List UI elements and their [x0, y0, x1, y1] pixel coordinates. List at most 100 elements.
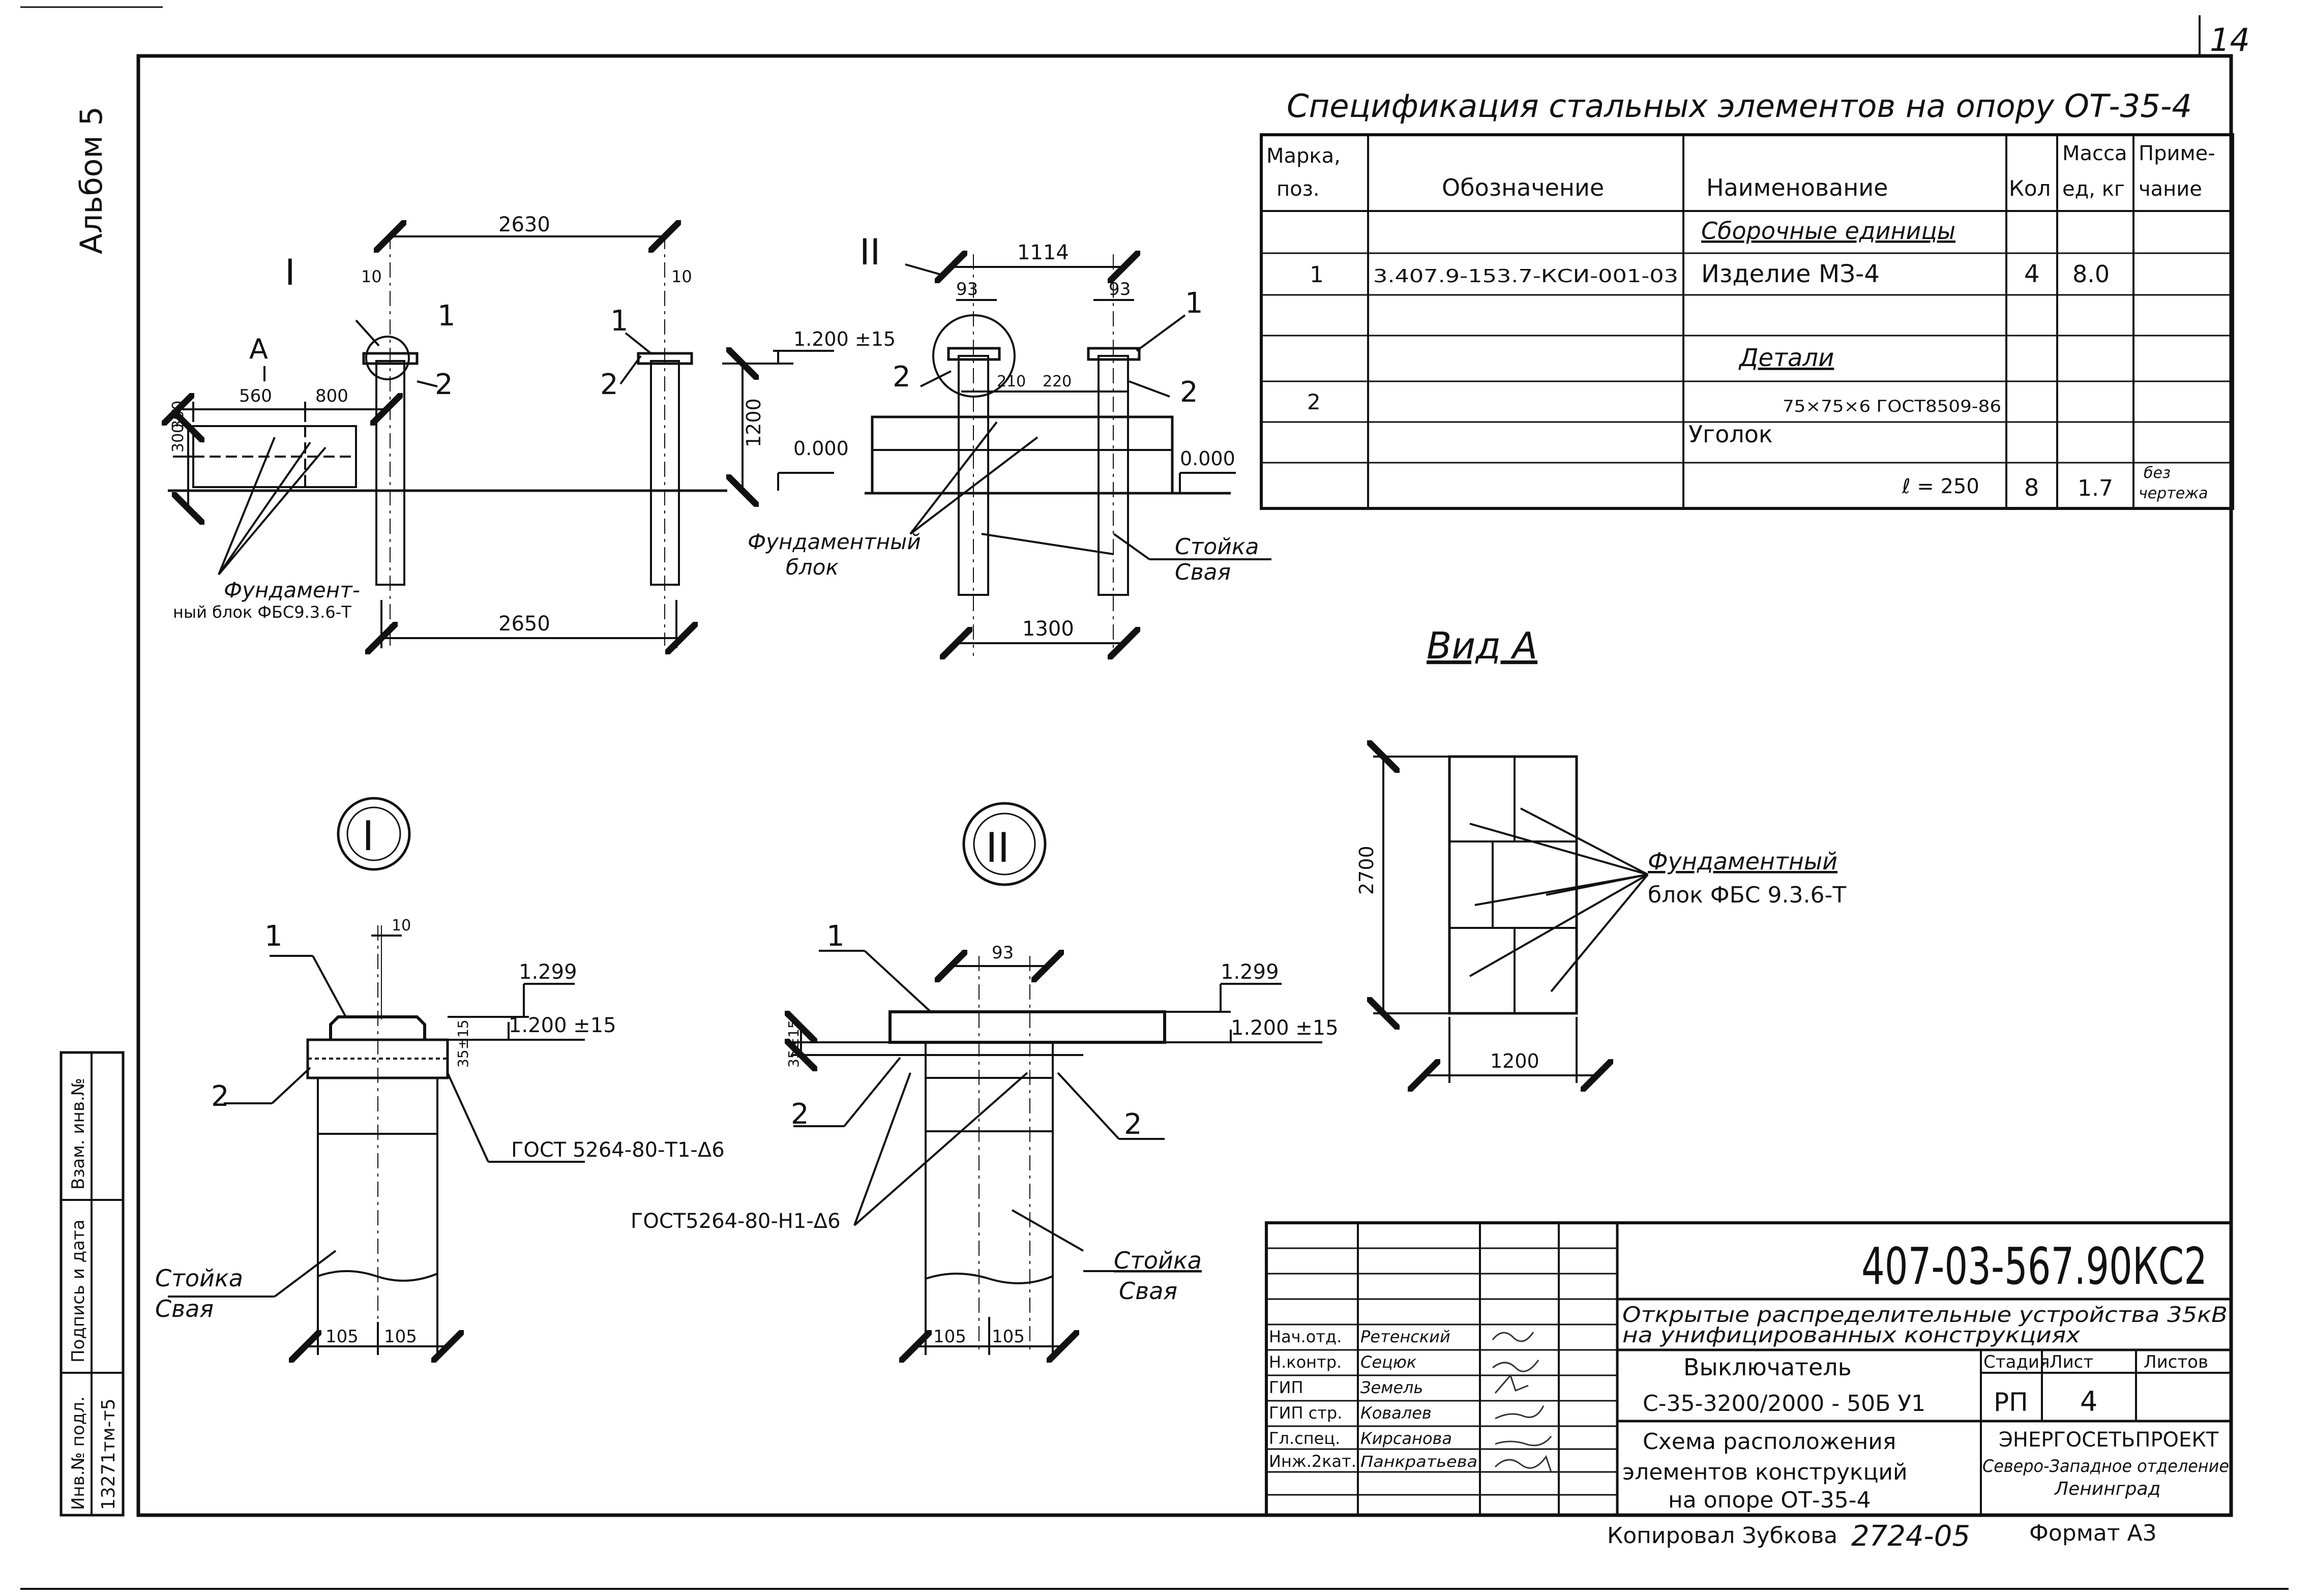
side-stamp-sign-label: Подпись и дата	[68, 1219, 88, 1363]
title-signatures	[1492, 1332, 1552, 1472]
detail-1-pos2: 2	[211, 1080, 229, 1113]
detail-2-level-a: 1.299	[1221, 960, 1279, 984]
title-name-3: Земель	[1360, 1378, 1423, 1397]
plan-left-view-label: А	[249, 333, 268, 365]
spec-header-note-2: чание	[2139, 177, 2202, 201]
detail-1-dim-35: 35±15	[455, 1019, 471, 1068]
title-role-5: Гл.спец.	[1269, 1429, 1340, 1448]
detail-2-pos1: 1	[826, 920, 845, 953]
title-block-org-2: Северо-Западное отделение	[1982, 1456, 2229, 1477]
detail-2-dim-105b: 105	[992, 1327, 1025, 1347]
spec-section-assembly: Сборочные единицы	[1701, 217, 1955, 245]
title-name-5: Кирсанова	[1360, 1429, 1452, 1448]
footer: Копировал Зубкова 2724-05 Формат А3	[1607, 1520, 2157, 1553]
sheet-frame	[20, 6, 2289, 1590]
plan-left-dim-10b: 10	[671, 267, 692, 286]
detail-1-pos1: 1	[264, 920, 283, 953]
spec-row2-note-2: чертежа	[2139, 485, 2208, 502]
title-role-1: Нач.отд.	[1269, 1327, 1342, 1346]
plan-left-pos2b: 2	[600, 368, 618, 401]
spec-row2-mass: 1.7	[2078, 475, 2113, 501]
detail-2-pos2a: 2	[791, 1098, 809, 1131]
view-a-drawing: Вид А 2700 1200 Фундаментный блок ФБС 9.…	[1355, 624, 1846, 1083]
detail-2-pos2b: 2	[1124, 1108, 1142, 1141]
plan-right-dim-93a: 93	[956, 279, 978, 299]
plan-right-pos2a: 2	[893, 360, 911, 394]
spec-row1-mass: 8.0	[2072, 260, 2110, 288]
detail-2-level-b: 1.200 ±15	[1231, 1016, 1339, 1040]
title-block-sheet-title-2: элементов конструкций	[1622, 1459, 1908, 1485]
detail-1-level-b: 1.200 ±15	[509, 1014, 616, 1037]
detail-2-circle	[962, 802, 1047, 886]
view-a-block-label-2: блок ФБС 9.3.6-Т	[1648, 882, 1846, 908]
page-number: 14	[2210, 21, 2250, 58]
title-name-6: Панкратьева	[1360, 1453, 1477, 1471]
plan-right-level-zero: 0.000	[1180, 447, 1235, 470]
plan-left-block-label: Фундамент-	[224, 578, 360, 603]
title-block-code: 407-03-567.90КС2	[1861, 1237, 2207, 1296]
spec-row2-profile: 75×75×6 ГОСТ8509-86	[1783, 397, 2001, 416]
side-stamp-inv-value: 13271тм-т5	[98, 1398, 119, 1510]
plan-right-pos2b: 2	[1180, 376, 1198, 409]
spec-row2-mark: 2	[1307, 389, 1321, 414]
title-block-sheet-title: Схема расположения	[1643, 1429, 1896, 1455]
plan-right-pos1: 1	[1185, 287, 1203, 320]
title-block-project-2: на унифицированных конструкциях	[1622, 1322, 2081, 1347]
plan-right-dim-top: 1114	[1017, 241, 1069, 264]
plan-left-dim-bottom: 2650	[498, 612, 550, 636]
spec-title: Спецификация стальных элементов на опору…	[1287, 87, 2192, 125]
spec-row1-designation: 3.407.9-153.7-КСИ-001-03	[1373, 266, 1678, 287]
side-stamp-replace-label: Взам. инв.№	[68, 1078, 88, 1190]
plan-left-dim-10a: 10	[361, 267, 382, 286]
detail-1-dim-105a: 105	[325, 1327, 359, 1347]
plan-left-level-zero: 0.000	[793, 437, 849, 460]
title-block-object: Выключатель	[1683, 1353, 1852, 1381]
detail-2-pile-label: Стойка	[1114, 1247, 1202, 1274]
plan-right-dim-93b: 93	[1109, 279, 1131, 299]
spec-row1-name: Изделие МЗ-4	[1701, 260, 1880, 288]
plan-right-dim-210: 210	[997, 373, 1026, 390]
spec-header-mass-2: ед, кг	[2062, 177, 2125, 201]
view-a-title: Вид А	[1427, 624, 1537, 667]
spec-header-qty: Кол	[2009, 176, 2051, 201]
plan-left-dim-300: 300	[169, 424, 187, 453]
plan-right-pile-label-2: Свая	[1175, 559, 1231, 585]
view-a-width: 1200	[1490, 1050, 1539, 1072]
plan-right-drawing: 1114 93 93 210 220 1300 II 0.000 1 2 2 Ф…	[748, 231, 1271, 656]
detail-2-drawing: II	[631, 802, 1339, 1355]
plan-left-level-top: 1.200 ±15	[793, 328, 896, 350]
plan-left-height: 1200	[743, 398, 765, 447]
detail-1-circle	[337, 797, 411, 871]
title-block-sheet: 4	[2080, 1386, 2097, 1418]
spec-header-note: Приме-	[2139, 142, 2215, 165]
spec-header-designation: Обозначение	[1442, 174, 1604, 201]
plan-left-block-label-2: ный блок ФБС9.3.6-Т	[173, 603, 351, 622]
plan-left-node-marker: I	[285, 252, 295, 293]
title-name-4: Ковалев	[1360, 1403, 1432, 1423]
plan-left-pos2a: 2	[435, 368, 453, 401]
detail-1-drawing: I	[155, 797, 725, 1355]
title-block-object-2: С-35-3200/2000 - 50Б У1	[1643, 1391, 1925, 1417]
plan-right-dim-bottom: 1300	[1022, 617, 1074, 641]
plan-right-dim-220: 220	[1043, 373, 1072, 390]
detail-2-dim-35: 35±15	[785, 1019, 802, 1068]
spec-header-name: Наименование	[1706, 174, 1888, 201]
specification-table: Спецификация стальных элементов на опору…	[1260, 87, 2234, 510]
view-a-height: 2700	[1355, 846, 1378, 895]
detail-1-dim-top: 10	[392, 917, 411, 935]
plan-right-node-marker: II	[859, 231, 880, 273]
spec-row2-name: Уголок	[1688, 420, 1773, 448]
detail-2-dim-top: 93	[992, 943, 1014, 963]
title-role-4: ГИП стр.	[1269, 1403, 1342, 1423]
spec-row2-note: без	[2144, 464, 2171, 482]
detail-2-dim-105a: 105	[933, 1327, 966, 1347]
plan-left-dim-300b: 300	[169, 401, 187, 430]
spec-header-mark: Марка,	[1266, 144, 1341, 168]
footer-format: Формат А3	[2029, 1520, 2157, 1546]
plan-right-block-label-2: блок	[786, 555, 839, 580]
title-block: 407-03-567.90КС2 Открытые распределитель…	[1265, 1221, 2233, 1517]
title-name-2: Сецюк	[1360, 1352, 1417, 1372]
footer-number: 2724-05	[1851, 1520, 1970, 1553]
plan-right-pile-label: Стойка	[1175, 534, 1259, 560]
